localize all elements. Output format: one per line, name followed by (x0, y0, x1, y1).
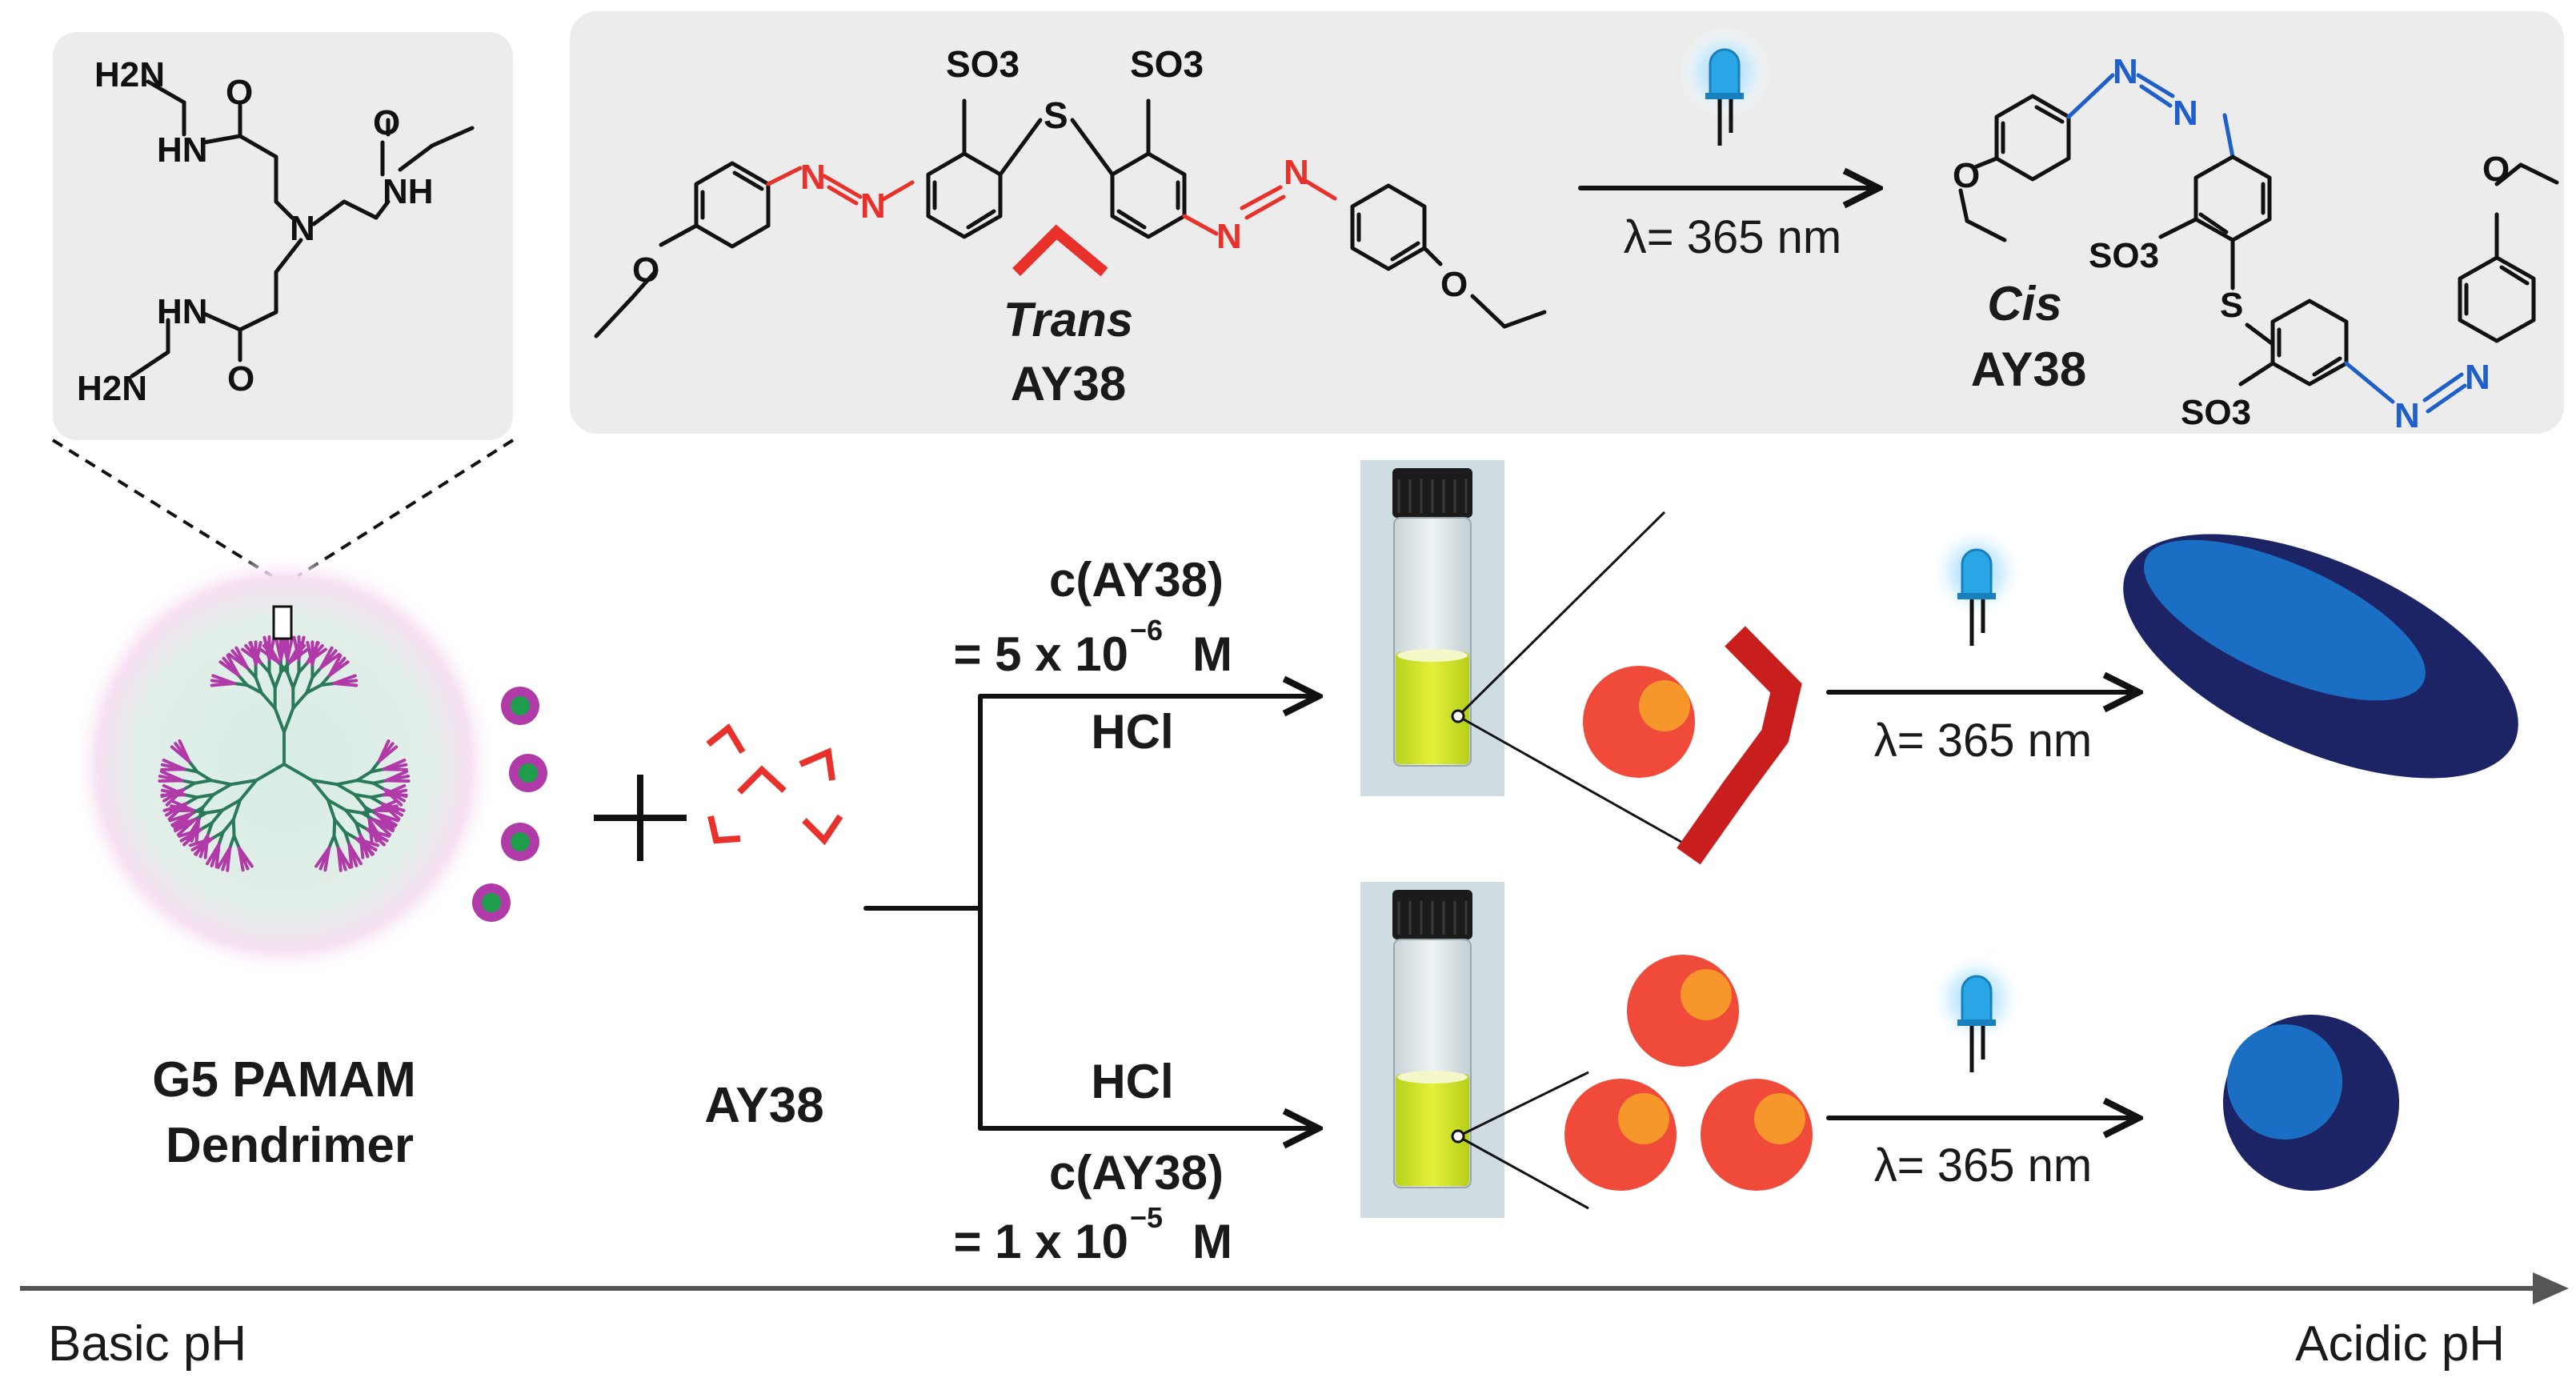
amine-label: H2N (77, 369, 147, 408)
lower-concentration-value: = 1 x 10 (953, 1215, 1128, 1268)
oxygen-label: O (2482, 150, 2510, 189)
cis-compound-name: AY38 (1971, 342, 2087, 396)
sulfur-label: S (1044, 94, 1068, 136)
so3-label: SO3 (946, 43, 1020, 85)
lower-uv-wavelength: λ= 365 nm (1874, 1140, 2092, 1192)
azo-n-label: N (2465, 358, 2490, 397)
lower-sample-vial (1359, 880, 1506, 1220)
pamam-branch-structure: H2N HN O N O NH HN O H2N (77, 55, 475, 408)
upper-concentration-label: c(AY38) (1049, 553, 1224, 607)
so3-label: SO3 (2089, 236, 2159, 275)
cis-ay38-structure: N N O SO3 S O SO3 N N Cis AY38 (1953, 52, 2559, 435)
amide-label: NH (383, 172, 434, 211)
cis-label: Cis (1987, 277, 2061, 330)
azo-n-label: N (2113, 52, 2138, 91)
oxygen-label: O (1440, 265, 1468, 304)
oxygen-label: O (226, 73, 253, 112)
oxygen-label: O (1953, 156, 1980, 195)
so3-label: SO3 (1130, 43, 1204, 85)
azo-n-label: N (2394, 396, 2420, 435)
azo-n-label: N (2173, 94, 2198, 133)
trans-label: Trans (1004, 293, 1133, 346)
upper-uv-wavelength: λ= 365 nm (1874, 715, 2092, 767)
amide-label: HN (157, 292, 208, 331)
zoom-guide-line (296, 439, 515, 578)
uv-led-icon (1930, 952, 2023, 1072)
counter-ions (472, 687, 547, 922)
lower-acid-label: HCl (1091, 1055, 1173, 1108)
ay38-molecules-icon (706, 723, 843, 846)
lower-concentration-unit: M (1192, 1215, 1232, 1268)
oxygen-label: O (373, 103, 400, 142)
upper-acid-label: HCl (1091, 705, 1173, 759)
g5-pamam-dendrimer (72, 552, 496, 976)
sulfur-label: S (2220, 286, 2243, 325)
so3-label: SO3 (2181, 393, 2251, 432)
uv-led-icon (1930, 526, 2023, 646)
upper-sample-vial (1359, 459, 1506, 798)
acidic-ph-label: Acidic pH (2295, 1316, 2505, 1372)
spherical-aggregate (2223, 1015, 2399, 1191)
dendrimer-label-line2: Dendrimer (166, 1118, 414, 1173)
zoom-guide-line (51, 439, 274, 578)
oxygen-label: O (227, 359, 254, 399)
dendrimer-label-line1: G5 PAMAM (152, 1052, 416, 1108)
upper-concentration-unit: M (1192, 627, 1232, 681)
ay38-label: AY38 (704, 1078, 823, 1133)
lower-concentration-label: c(AY38) (1049, 1146, 1224, 1200)
lower-assembly-zoom (1451, 955, 1813, 1210)
amide-label: HN (157, 130, 208, 170)
elongated-aggregate (2123, 534, 2518, 779)
uv-wavelength-label: λ= 365 nm (1624, 211, 1841, 263)
azo-n-label: N (1216, 217, 1242, 256)
oxygen-label: O (632, 250, 659, 290)
azo-n-label: N (1284, 153, 1309, 192)
amine-label: H2N (94, 55, 165, 94)
tertiary-amine-label: N (290, 209, 315, 248)
upper-concentration-exponent: −6 (1130, 614, 1163, 647)
upper-assembly-zoom (1451, 511, 1802, 865)
trans-ay38-structure: SO3 SO3 S N N N N O O Trans AY38 (594, 43, 1547, 411)
azo-n-label: N (800, 158, 826, 197)
basic-ph-label: Basic pH (48, 1316, 246, 1372)
trans-compound-name: AY38 (1011, 357, 1127, 411)
ph-axis-arrowhead (2533, 1272, 2569, 1304)
lower-concentration-exponent: −5 (1130, 1201, 1163, 1234)
branch-arrows (863, 696, 1316, 1128)
upper-concentration-value: = 5 x 10 (953, 627, 1128, 681)
azo-n-label: N (860, 186, 886, 226)
